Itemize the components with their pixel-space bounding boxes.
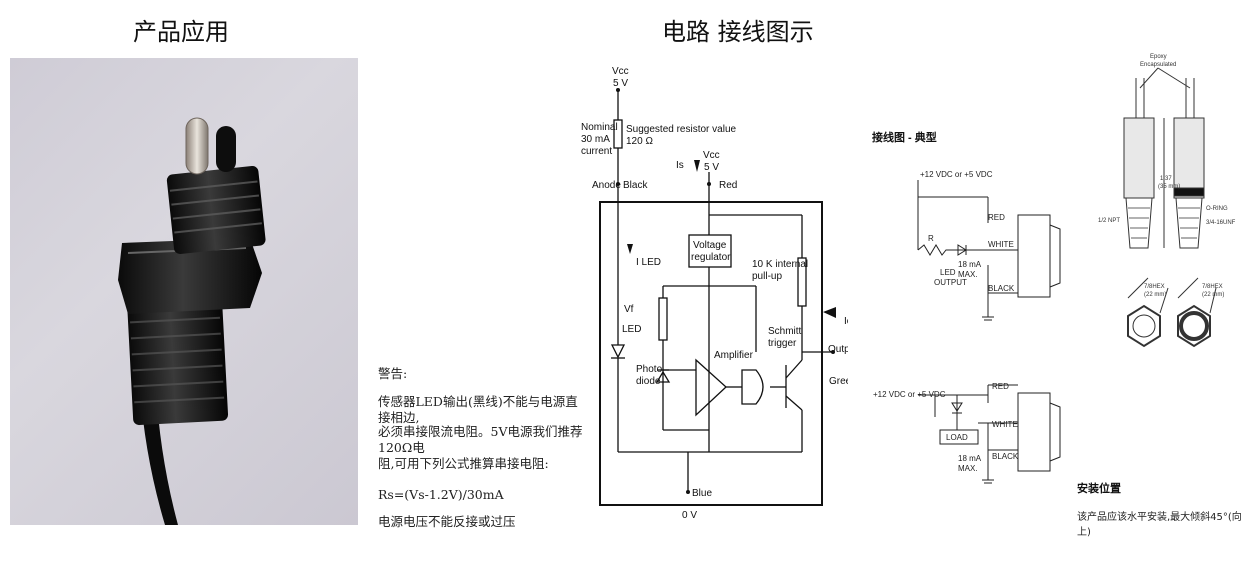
pullup-label-2: pull-up xyxy=(752,271,782,282)
output-label: Output xyxy=(828,344,848,355)
d2-max-label: MAX. xyxy=(958,464,978,473)
d1-supply-label: +12 VDC or +5 VDC xyxy=(920,170,993,179)
length-dimension-mm: (35 mm) xyxy=(1158,184,1180,190)
install-position-title: 安装位置 xyxy=(1077,482,1121,495)
product-photo xyxy=(10,58,358,525)
trigger-label: trigger xyxy=(768,338,797,349)
v5-mid-label: 5 V xyxy=(704,162,719,173)
d1-led-output-label: LED xyxy=(940,268,956,277)
d2-supply-label: +12 VDC or +5 VDC xyxy=(873,390,946,399)
d1-led-output-label: OUTPUT xyxy=(934,278,967,287)
d2-load-label: LOAD xyxy=(946,433,968,442)
vcc-mid-label: Vcc xyxy=(703,150,720,161)
suggested-ohm-label: 120 Ω xyxy=(626,136,653,147)
internal-circuit-diagram: Vcc 5 V Nominal 30 mA current Suggested … xyxy=(581,66,848,521)
hex-size-left-mm: (22 mm) xyxy=(1144,292,1166,298)
length-dimension: 1.37 xyxy=(1160,176,1172,182)
nominal-current-label: current xyxy=(581,146,612,157)
hex-size-right-mm: (22 mm) xyxy=(1202,292,1224,298)
black-wire-label: Black xyxy=(623,180,648,191)
npt-thread-label: 1/2 NPT xyxy=(1098,218,1120,224)
is-label: Is xyxy=(676,160,684,171)
vcc-top-label: Vcc xyxy=(612,66,629,77)
zero-v-label: 0 V xyxy=(682,510,697,521)
led-label: LED xyxy=(622,324,641,335)
nominal-ma-label: 30 mA xyxy=(581,134,610,145)
d1-red-label: RED xyxy=(988,213,1005,222)
install-position-text: 该产品应该水平安装,最大倾斜45°(向上) xyxy=(1077,512,1242,538)
o-ring-label: O-RING xyxy=(1206,206,1228,212)
d2-ma-label: 18 mA xyxy=(958,454,982,463)
blue-wire-label: Blue xyxy=(692,488,712,499)
dimension-drawings: Epoxy Encapsulated 1.37 (35 mm) 1/2 NPT … xyxy=(1098,54,1236,348)
wiring-diagrams: 接线图 - 典型 +12 VDC or +5 xyxy=(872,130,1061,484)
photo-label: Photo xyxy=(636,364,663,375)
red-wire-label: Red xyxy=(719,180,737,191)
diode-label: diode xyxy=(636,376,661,387)
warning-line: 电源电压不能反接或过压 xyxy=(378,514,516,529)
d2-black-label: BLACK xyxy=(992,452,1019,461)
nominal-label: Nominal xyxy=(581,122,618,133)
warning-line: 阻,可用下列公式推算串接电阻: xyxy=(378,456,549,471)
product-application-heading: 产品应用 xyxy=(133,18,229,46)
d1-max-label: MAX. xyxy=(958,270,978,279)
i-led-label: I LED xyxy=(636,257,661,268)
green-wire-label: Green xyxy=(829,376,848,387)
d2-red-label: RED xyxy=(992,382,1009,391)
v5-top-label: 5 V xyxy=(613,78,628,89)
warning-line: 必须串接限流电阻。5V电源我们推荐120Ω电 xyxy=(378,424,583,455)
hex-size-left: 7/8HEX xyxy=(1144,284,1165,290)
d1-ma-label: 18 mA xyxy=(958,260,982,269)
warning-formula: Rs=(Vs-1.2V)/30mA xyxy=(378,487,504,502)
d1-black-label: BLACK xyxy=(988,284,1015,293)
schmitt-label: Schmitt xyxy=(768,326,802,337)
suggested-resistor-label: Suggested resistor value xyxy=(626,124,737,135)
circuit-wiring-heading: 电路 接线图示 xyxy=(662,18,814,46)
io-label: Io xyxy=(844,316,848,327)
wiring-title: 接线图 - 典型 xyxy=(872,130,937,144)
d1-white-label: WHITE xyxy=(988,240,1014,249)
d1-resistor-label: R xyxy=(928,234,934,243)
anode-label: Anode xyxy=(592,180,621,191)
warning-line: 传感器LED输出(黑线)不能与电源直接相边, xyxy=(378,394,578,425)
epoxy-encapsulated-label: Encapsulated xyxy=(1140,62,1176,68)
regulator-label: regulator xyxy=(691,252,731,263)
warning-title: 警告: xyxy=(378,366,408,381)
pullup-label-1: 10 K internal xyxy=(752,259,808,270)
amplifier-label: Amplifier xyxy=(714,350,754,361)
vf-label: Vf xyxy=(624,304,634,315)
hex-size-right: 7/8HEX xyxy=(1202,284,1223,290)
d2-white-label: WHITE xyxy=(992,420,1018,429)
unf-thread-label: 3/4-16UNF xyxy=(1206,220,1236,226)
voltage-label: Voltage xyxy=(693,240,727,251)
epoxy-label: Epoxy xyxy=(1150,54,1167,60)
